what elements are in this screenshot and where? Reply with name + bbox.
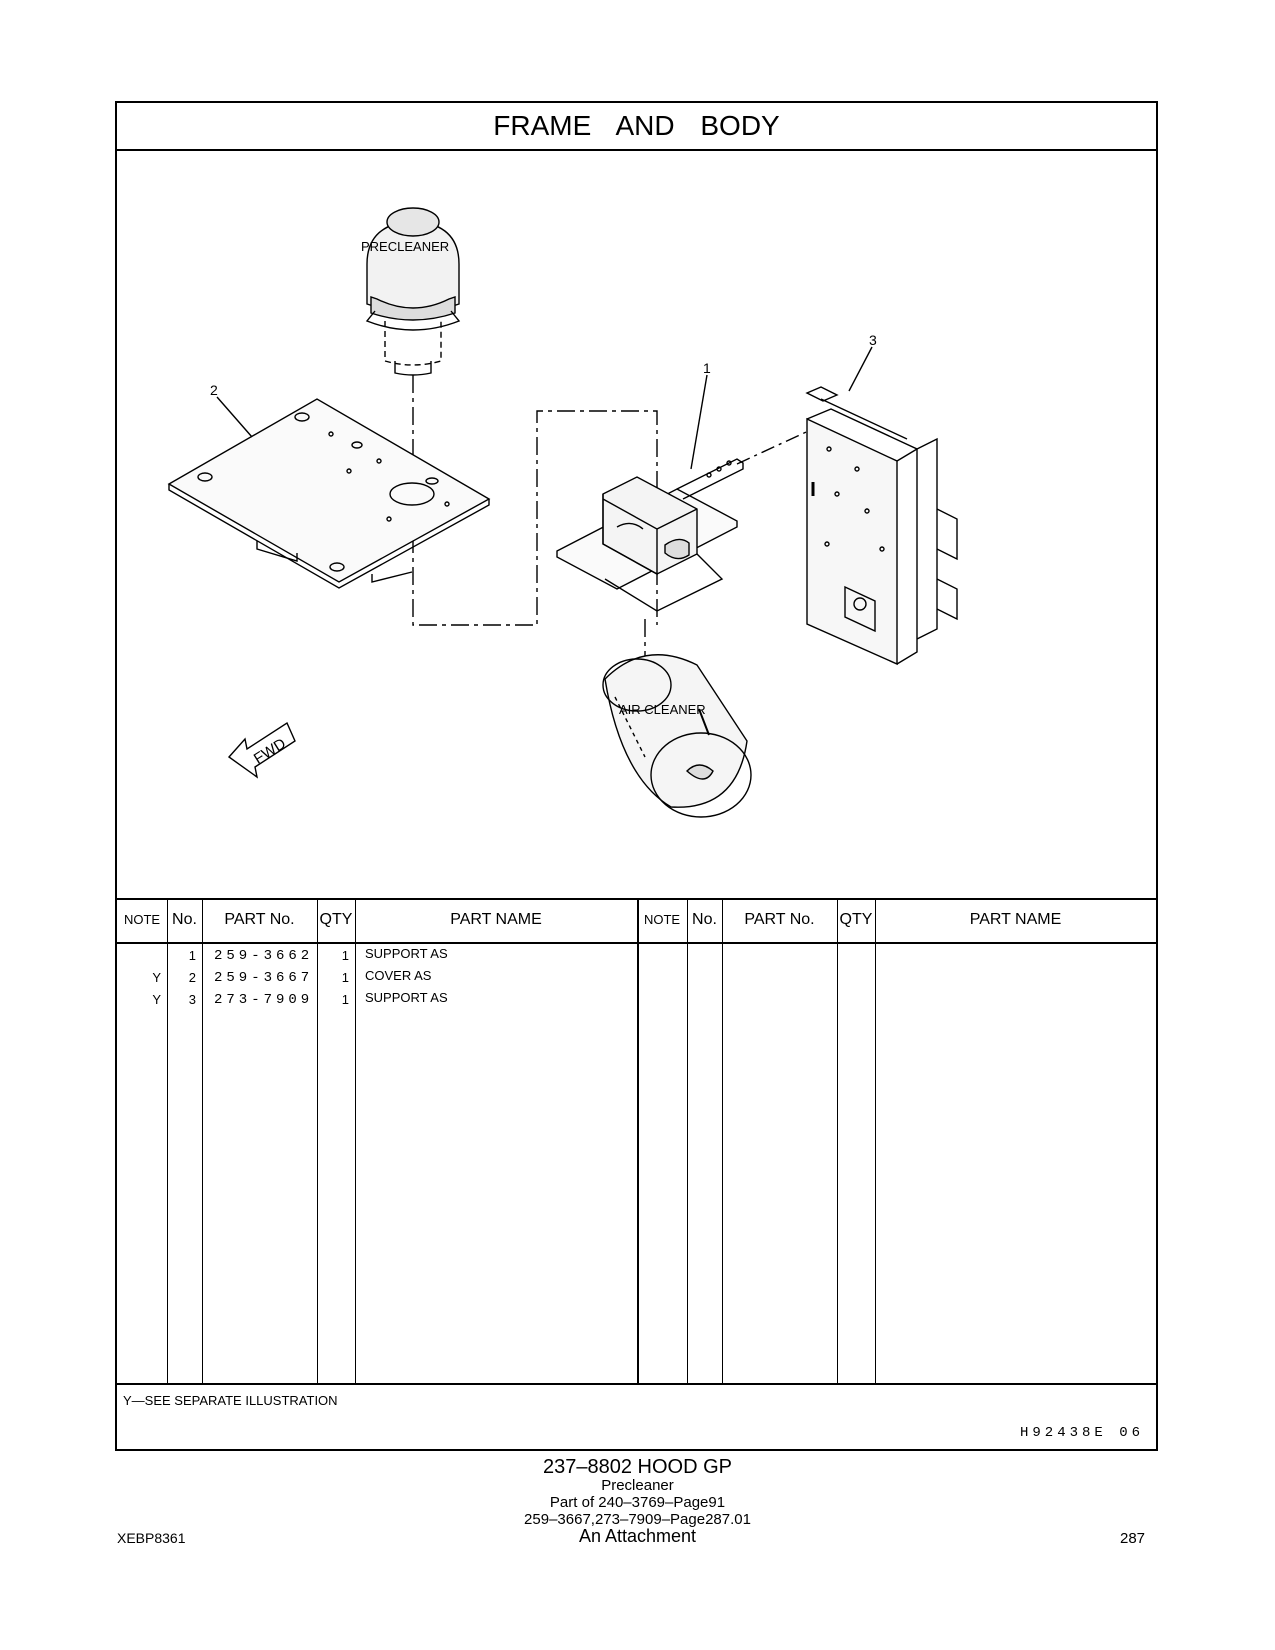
row-no: 3 — [188, 992, 196, 1007]
row-note — [117, 945, 161, 967]
row-note: Y — [152, 992, 161, 1007]
row-no: 1 — [188, 948, 196, 963]
callout-3: 3 — [869, 332, 877, 348]
callout-1: 1 — [703, 360, 711, 376]
page-number: 287 — [1120, 1530, 1146, 1547]
row-part-no: 259-3667 — [214, 970, 314, 986]
cover-plate-drawing — [167, 398, 491, 589]
header-part-name: PART NAME — [450, 911, 542, 928]
row-part-name: SUPPORT AS — [365, 946, 448, 961]
parts-frame: FRAME AND BODY — [115, 101, 1158, 1451]
exploded-illustration: PRECLEANER AIR CLEANER FWD 2 1 3 — [117, 149, 1156, 900]
section-title: FRAME AND BODY — [117, 103, 1156, 151]
row-no: 2 — [188, 970, 196, 985]
row-qty: 1 — [341, 948, 349, 963]
header-part-no-2: PART No. — [744, 911, 815, 928]
row-qty: 1 — [341, 992, 349, 1007]
parts-table-body: 1 259-3662 1 SUPPORT AS Y 2 259-3667 1 C… — [117, 942, 1156, 1385]
precleaner-drawing — [365, 207, 461, 376]
header-qty: QTY — [319, 911, 353, 928]
caption-line-3: 259–3667,273–7909–Page287.01 — [524, 1511, 751, 1528]
callout-2: 2 — [210, 382, 218, 398]
air-cleaner-drawing — [602, 654, 752, 818]
header-part-no: PART No. — [224, 911, 295, 928]
support-right-drawing — [805, 386, 958, 666]
document-id: XEBP8361 — [117, 1530, 186, 1546]
header-qty-2: QTY — [839, 911, 873, 928]
air-cleaner-label: AIR CLEANER — [619, 702, 706, 717]
caption-line-4: An Attachment — [578, 1526, 697, 1546]
header-note-2: NOTE — [643, 912, 681, 927]
row-part-no: 273-7909 — [214, 992, 314, 1008]
header-part-name-2: PART NAME — [969, 911, 1062, 928]
illustration-code: H92438E 06 — [1019, 1425, 1144, 1441]
row-part-name: SUPPORT AS — [365, 990, 448, 1005]
caption-line-1: Precleaner — [601, 1477, 674, 1494]
parts-table-header: NOTE No. PART No. QTY PART NAME NOTE No.… — [117, 898, 1156, 944]
header-no: No. — [172, 911, 197, 928]
row-qty: 1 — [341, 970, 349, 985]
row-note: Y — [152, 970, 161, 985]
precleaner-label: PRECLEANER — [361, 239, 449, 254]
row-part-no: 259-3662 — [214, 948, 314, 964]
header-note: NOTE — [123, 912, 161, 927]
support-center-drawing — [556, 458, 744, 612]
footnote: Y—SEE SEPARATE ILLUSTRATION — [123, 1393, 338, 1408]
group-title: 237–8802 HOOD GP — [543, 1456, 732, 1478]
caption-line-2: Part of 240–3769–Page91 — [549, 1494, 726, 1511]
header-no-2: No. — [692, 911, 717, 928]
row-part-name: COVER AS — [365, 968, 432, 983]
fwd-arrow-icon — [227, 721, 296, 779]
